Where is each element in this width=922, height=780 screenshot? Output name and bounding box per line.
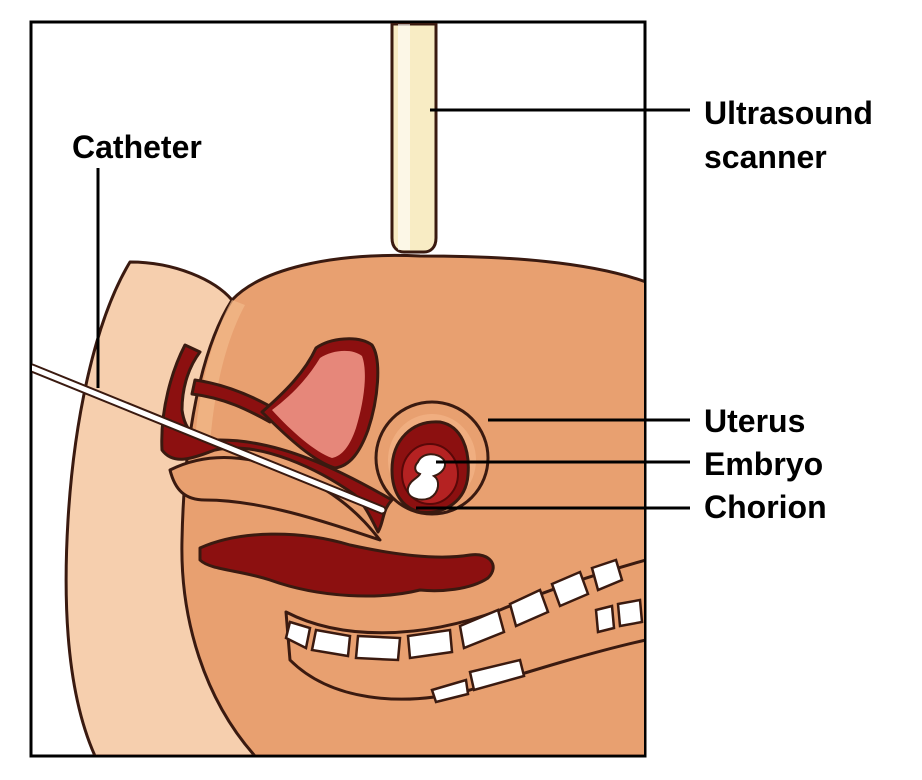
- catheter-tube: [32, 363, 387, 515]
- label-uterus: Uterus: [704, 403, 805, 439]
- embryo: [406, 453, 446, 501]
- bladder-lumen: [272, 350, 365, 458]
- rectum: [198, 532, 495, 598]
- probe-highlight: [398, 24, 410, 250]
- cervix-band: [190, 378, 282, 424]
- label-ultrasound-line1: Ultrasound: [704, 95, 873, 131]
- label-chorion: Chorion: [704, 489, 827, 525]
- label-ultrasound-line2: scanner: [704, 139, 827, 175]
- body-shading: [195, 300, 245, 445]
- label-catheter: Catheter: [72, 129, 202, 165]
- vertebrae: [284, 558, 644, 704]
- label-embryo: Embryo: [704, 446, 823, 482]
